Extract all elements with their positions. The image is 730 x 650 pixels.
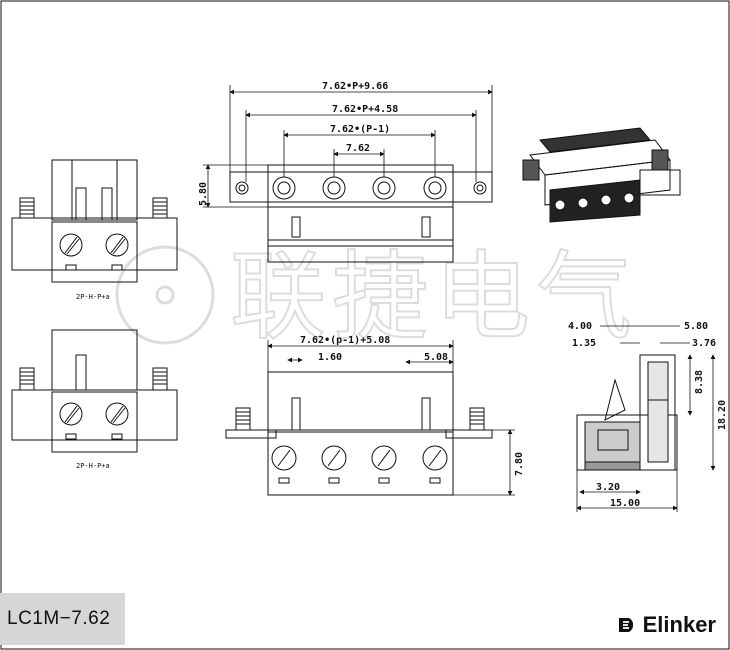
left-bottom-caption: 2P-H-P+a [76, 462, 110, 470]
left-top-view [11, 159, 178, 283]
dim-right-label: 5.08 [424, 352, 448, 363]
brand-logo: Elinker [617, 610, 716, 640]
left-top-caption: 2P-H-P+a [76, 293, 110, 301]
watermark-text: 联捷电气 [230, 241, 638, 353]
left-bottom-view [11, 329, 178, 453]
brand-name: Elinker [642, 612, 716, 637]
dim-height-label: 5.80 [198, 182, 209, 206]
side-dim-b: 5.80 [684, 321, 708, 332]
brand-icon [618, 618, 633, 632]
side-dim-g: 3.20 [596, 482, 620, 493]
side-dim-c: 1.35 [572, 338, 596, 349]
lower-dimensions [267, 340, 515, 496]
dim-total-label: 7.62•P+9.66 [322, 81, 388, 92]
side-dim-a: 4.00 [568, 321, 592, 332]
dim-left-label: 1.60 [318, 352, 342, 363]
dim-lower-height-label: 7.80 [514, 452, 525, 476]
side-dim-d: 3.76 [692, 338, 716, 349]
watermark: 联捷电气 [115, 240, 638, 354]
dim-pitch-label: 7.62 [346, 143, 370, 154]
model-label: LC1M−7.62 [0, 593, 125, 645]
side-dim-f: 18.20 [717, 400, 728, 430]
side-section-view [576, 354, 678, 471]
side-dim-e: 8.38 [694, 370, 705, 394]
dim-flange-label: 7.62•P+4.58 [332, 104, 398, 115]
side-dim-h: 15.00 [610, 498, 640, 509]
isometric-view [522, 127, 681, 223]
side-dimensions [576, 325, 716, 512]
front-dimensions [203, 85, 493, 208]
dim-span-label: 7.62•(p-1)+5.08 [300, 335, 390, 346]
lower-front-view [225, 371, 493, 496]
dim-pitch-span-label: 7.62•(P-1) [330, 124, 390, 135]
